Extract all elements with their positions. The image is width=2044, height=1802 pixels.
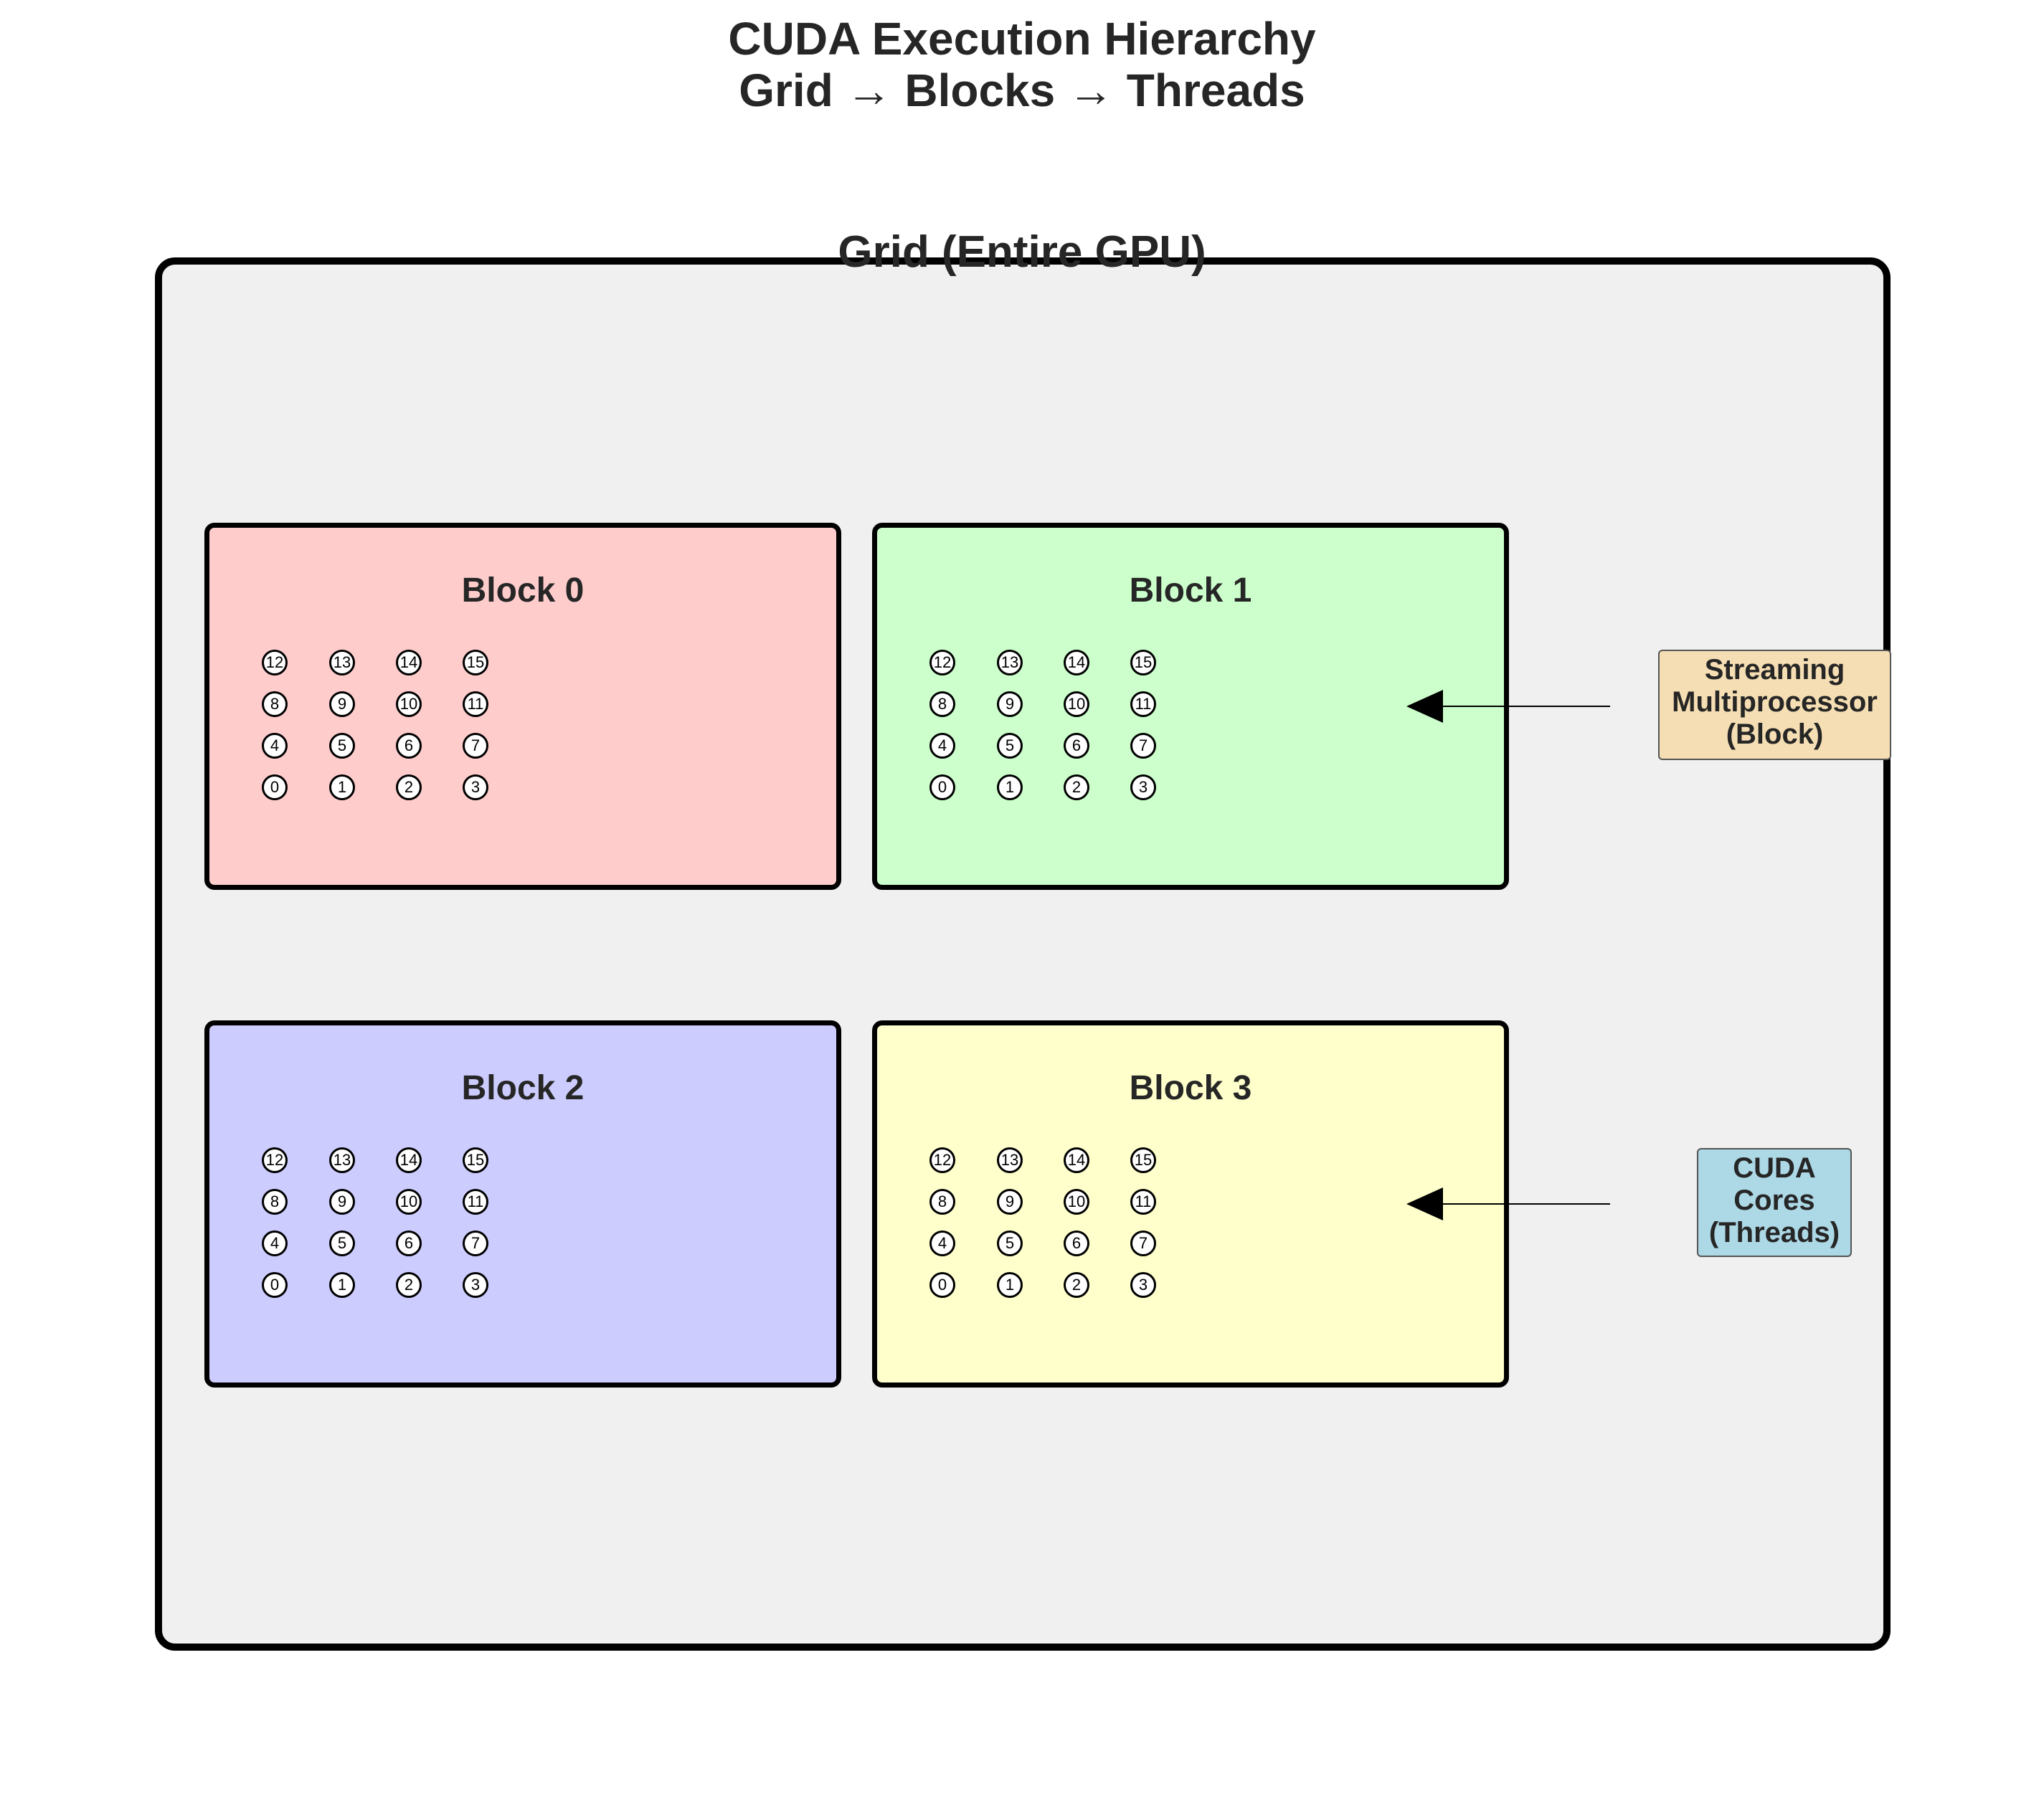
- thread-4: 4: [262, 733, 288, 759]
- thread-5: 5: [997, 1230, 1023, 1256]
- thread-11: 11: [463, 691, 488, 717]
- thread-1: 1: [329, 774, 355, 800]
- thread-14: 14: [396, 1147, 422, 1173]
- thread-9: 9: [997, 1189, 1023, 1215]
- streaming-multiprocessor-label: Streaming Multiprocessor (Block): [1658, 650, 1891, 760]
- thread-14: 14: [396, 650, 422, 675]
- thread-0: 0: [929, 1272, 955, 1298]
- thread-5: 5: [329, 733, 355, 759]
- thread-12: 12: [929, 650, 955, 675]
- thread-8: 8: [262, 1189, 288, 1215]
- thread-10: 10: [396, 1189, 422, 1215]
- thread-3: 3: [463, 1272, 488, 1298]
- thread-14: 14: [1064, 650, 1089, 675]
- sm-arrow: [1406, 690, 1610, 723]
- thread-2: 2: [396, 774, 422, 800]
- thread-14: 14: [1064, 1147, 1089, 1173]
- thread-3: 3: [1130, 774, 1156, 800]
- thread-13: 13: [329, 1147, 355, 1173]
- thread-10: 10: [1064, 691, 1089, 717]
- block-label: Block 0: [461, 572, 585, 610]
- cores-line-1: CUDA: [1733, 1152, 1816, 1184]
- thread-12: 12: [262, 1147, 288, 1173]
- title-line-1: CUDA Execution Hierarchy: [728, 13, 1316, 65]
- thread-13: 13: [997, 650, 1023, 675]
- cores-line-2: Cores: [1733, 1185, 1815, 1216]
- thread-7: 7: [1130, 1230, 1156, 1256]
- thread-2: 2: [1064, 774, 1089, 800]
- thread-8: 8: [929, 691, 955, 717]
- thread-15: 15: [463, 1147, 488, 1173]
- thread-10: 10: [396, 691, 422, 717]
- block-label: Block 1: [1129, 572, 1252, 610]
- cuda-cores-label: CUDA Cores (Threads): [1697, 1148, 1852, 1257]
- thread-9: 9: [329, 1189, 355, 1215]
- thread-6: 6: [1064, 1230, 1089, 1256]
- thread-13: 13: [329, 650, 355, 675]
- thread-8: 8: [262, 691, 288, 717]
- thread-6: 6: [396, 733, 422, 759]
- block-label: Block 3: [1129, 1069, 1252, 1107]
- thread-12: 12: [929, 1147, 955, 1173]
- cores-line-3: (Threads): [1708, 1217, 1840, 1248]
- thread-0: 0: [262, 774, 288, 800]
- thread-15: 15: [1130, 1147, 1156, 1173]
- thread-2: 2: [396, 1272, 422, 1298]
- thread-13: 13: [997, 1147, 1023, 1173]
- thread-15: 15: [463, 650, 488, 675]
- sm-line-3: (Block): [1726, 719, 1824, 750]
- grid-label: Grid (Entire GPU): [838, 227, 1206, 277]
- thread-7: 7: [463, 1230, 488, 1256]
- thread-9: 9: [997, 691, 1023, 717]
- thread-4: 4: [929, 733, 955, 759]
- thread-15: 15: [1130, 650, 1156, 675]
- thread-6: 6: [1064, 733, 1089, 759]
- grid-container: [155, 257, 1891, 1651]
- thread-0: 0: [262, 1272, 288, 1298]
- sm-line-2: Multiprocessor: [1672, 686, 1878, 718]
- thread-3: 3: [1130, 1272, 1156, 1298]
- thread-7: 7: [1130, 733, 1156, 759]
- thread-5: 5: [997, 733, 1023, 759]
- thread-11: 11: [1130, 691, 1156, 717]
- thread-4: 4: [929, 1230, 955, 1256]
- thread-2: 2: [1064, 1272, 1089, 1298]
- title-line-2: Grid → Blocks → Threads: [739, 65, 1305, 116]
- thread-6: 6: [396, 1230, 422, 1256]
- thread-11: 11: [463, 1189, 488, 1215]
- thread-12: 12: [262, 650, 288, 675]
- thread-8: 8: [929, 1189, 955, 1215]
- thread-5: 5: [329, 1230, 355, 1256]
- thread-0: 0: [929, 774, 955, 800]
- cores-arrow: [1406, 1187, 1610, 1220]
- thread-1: 1: [997, 774, 1023, 800]
- thread-1: 1: [329, 1272, 355, 1298]
- block-label: Block 2: [461, 1069, 585, 1107]
- thread-11: 11: [1130, 1189, 1156, 1215]
- thread-4: 4: [262, 1230, 288, 1256]
- diagram-title: CUDA Execution Hierarchy Grid → Blocks →…: [0, 13, 2044, 116]
- sm-line-1: Streaming: [1704, 654, 1845, 686]
- thread-3: 3: [463, 774, 488, 800]
- thread-9: 9: [329, 691, 355, 717]
- thread-10: 10: [1064, 1189, 1089, 1215]
- thread-7: 7: [463, 733, 488, 759]
- thread-1: 1: [997, 1272, 1023, 1298]
